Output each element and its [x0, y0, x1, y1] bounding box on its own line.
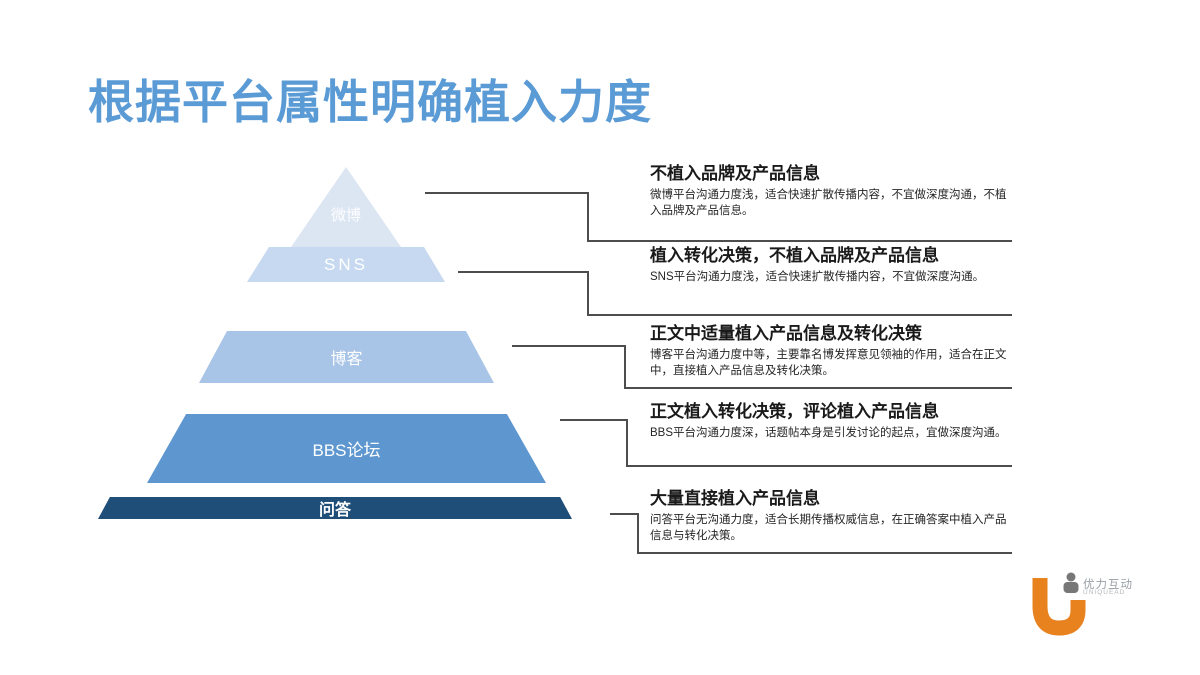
annotation-body: SNS平台沟通力度浅，适合快速扩散传播内容，不宜做深度沟通。 [650, 271, 985, 283]
annotation-bbs: 正文植入转化决策，评论植入产品信息 BBS平台沟通力度深，话题帖本身是引发讨论的… [650, 401, 1016, 442]
logo-person-icon [1066, 572, 1076, 582]
pyramid-level-qa: 问答 [98, 497, 572, 519]
pyramid-level-sns: SNS [247, 247, 445, 282]
company-logo: 优力互动 UNIQUEAD [1028, 568, 1193, 643]
annotation-sns: 植入转化决策，不植入品牌及产品信息 SNS平台沟通力度浅，适合快速扩散传播内容，… [650, 245, 1016, 286]
annotation-title: 不植入品牌及产品信息 [650, 164, 820, 183]
annotation-body: 问答平台无沟通力度，适合长期传播权威信息，在正确答案中植入产品信息与转化决策。 [650, 514, 1007, 542]
page-title: 根据平台属性明确植入力度 [88, 76, 652, 128]
annotation-body: BBS平台沟通力度深，话题帖本身是引发讨论的起点，宜做深度沟通。 [650, 427, 1007, 439]
logo-u-icon [1032, 572, 1086, 636]
pyramid-level-label: 微博 [330, 207, 361, 224]
pyramid-level-blog: 博客 [199, 331, 494, 383]
logo-name-en: UNIQUEAD [1083, 589, 1126, 596]
annotation-title: 正文中适量植入产品信息及转化决策 [650, 324, 922, 343]
pyramid-level-label: BBS论坛 [312, 441, 381, 460]
pyramid-level-label: 问答 [318, 502, 351, 519]
annotation-qa: 大量直接植入产品信息 问答平台无沟通力度，适合长期传播权威信息，在正确答案中植入… [650, 488, 1016, 544]
logo-name-cn: 优力互动 [1083, 579, 1133, 591]
pyramid-level-bbs: BBS论坛 [147, 414, 546, 483]
annotation-body: 博客平台沟通力度中等，主要靠名博发挥意见领袖的作用，适合在正文中，直接植入产品信… [650, 349, 1007, 377]
pyramid-level-label: SNS [324, 254, 368, 274]
annotation-title: 植入转化决策，不植入品牌及产品信息 [650, 246, 939, 265]
annotation-title: 正文植入转化决策，评论植入产品信息 [650, 402, 939, 421]
pyramid-level-weibo: 微博 [291, 167, 401, 247]
annotation-title: 大量直接植入产品信息 [650, 489, 820, 508]
annotation-blog: 正文中适量植入产品信息及转化决策 博客平台沟通力度中等，主要靠名博发挥意见领袖的… [650, 323, 1016, 379]
pyramid-level-label: 博客 [330, 351, 363, 368]
annotation-weibo: 不植入品牌及产品信息 微博平台沟通力度浅，适合快速扩散传播内容，不宜做深度沟通，… [650, 163, 1016, 219]
annotation-body: 微博平台沟通力度浅，适合快速扩散传播内容，不宜做深度沟通，不植入品牌及产品信息。 [650, 189, 1007, 217]
